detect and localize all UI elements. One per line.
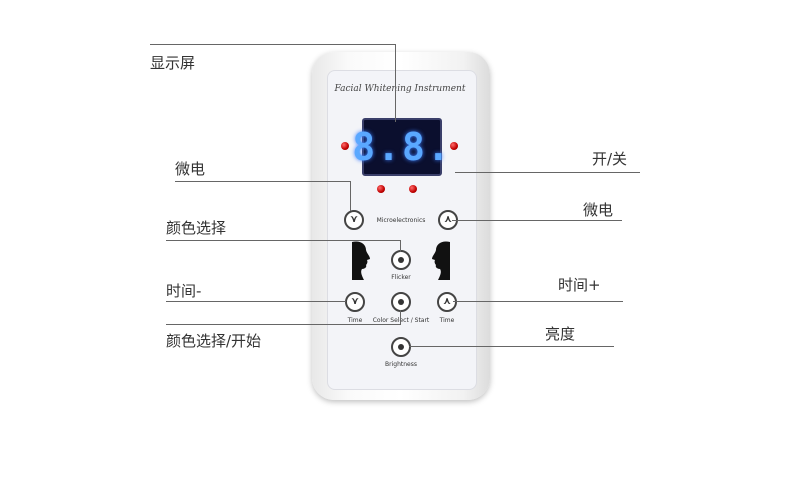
- leader-micro-left-v: [350, 181, 351, 211]
- display-digits: 8.8.: [352, 125, 452, 169]
- callout-time-plus: 时间+: [558, 276, 601, 294]
- chevron-down-icon: ⋎: [350, 296, 360, 307]
- leader-display-h: [150, 44, 396, 45]
- leader-color-select-h: [166, 240, 401, 241]
- callout-display: 显示屏: [150, 54, 196, 72]
- led-display: 8.8.: [352, 118, 450, 176]
- leader-color-start-v: [400, 310, 401, 325]
- indicator-led-center-left: [377, 185, 385, 193]
- chevron-up-icon: ⋏: [443, 214, 453, 225]
- flicker-button[interactable]: [391, 250, 411, 270]
- color-select-start-button[interactable]: [391, 292, 411, 312]
- leader-brightness: [409, 346, 614, 347]
- power-led[interactable]: [450, 142, 458, 150]
- time-plus-label: Time: [439, 317, 455, 324]
- callout-time-minus: 时间-: [166, 282, 202, 300]
- leader-color-select-v: [400, 240, 401, 252]
- leader-time-minus: [166, 301, 346, 302]
- flicker-dot-icon: [398, 257, 404, 263]
- face-silhouette-left-icon: [352, 241, 370, 280]
- leader-time-plus: [453, 301, 623, 302]
- brightness-label: Brightness: [385, 361, 417, 368]
- brightness-button[interactable]: [391, 337, 411, 357]
- indicator-led-center-right: [409, 185, 417, 193]
- callout-color-start: 颜色选择/开始: [166, 332, 262, 350]
- callout-brightness: 亮度: [545, 325, 576, 343]
- time-minus-button[interactable]: ⋎: [345, 292, 365, 312]
- callout-micro-right: 微电: [583, 201, 614, 219]
- color-select-start-label: Color Select / Start: [372, 317, 430, 324]
- microelectronics-down-button[interactable]: ⋎: [344, 210, 364, 230]
- leader-power: [455, 172, 640, 173]
- callout-color-select: 颜色选择: [166, 219, 227, 237]
- chevron-up-icon: ⋏: [442, 296, 452, 307]
- leader-micro-right: [452, 220, 622, 221]
- face-silhouette-right-icon: [432, 241, 450, 280]
- brightness-dot-icon: [398, 344, 404, 350]
- chevron-down-icon: ⋎: [349, 214, 359, 225]
- callout-power: 开/关: [592, 150, 628, 168]
- leader-display-v: [395, 44, 396, 122]
- leader-color-start-h: [166, 324, 401, 325]
- device-brand: Facial Whitening Instrument: [334, 84, 466, 94]
- color-start-dot-icon: [398, 299, 404, 305]
- indicator-led-left: [341, 142, 349, 150]
- time-plus-button[interactable]: ⋏: [437, 292, 457, 312]
- time-minus-label: Time: [347, 317, 363, 324]
- callout-micro-left: 微电: [175, 160, 206, 178]
- microelectronics-up-button[interactable]: ⋏: [438, 210, 458, 230]
- microelectronics-label: Microelectronics: [376, 217, 426, 224]
- flicker-label: Flicker: [391, 274, 411, 281]
- leader-micro-left-h: [175, 181, 351, 182]
